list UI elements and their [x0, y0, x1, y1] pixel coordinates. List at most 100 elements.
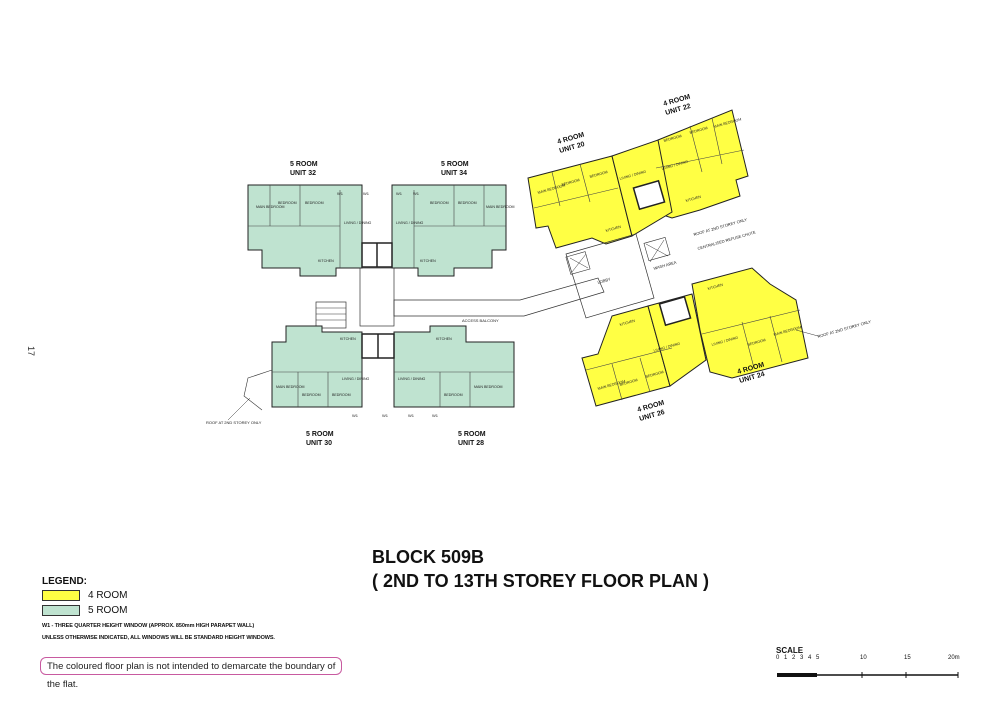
legend-item-4room: 4 ROOM — [42, 589, 342, 602]
wing-top-left: MAIN BEDROOM BEDROOM BEDROOM LIVING / DI… — [247, 184, 515, 277]
window-tag: W1 — [363, 191, 370, 196]
legend-item-5room: 5 ROOM — [42, 604, 342, 617]
lift-core-right-top — [632, 179, 666, 211]
partition — [611, 363, 623, 401]
room-label: BEDROOM — [619, 378, 638, 387]
lift-core-right-bottom — [658, 295, 692, 327]
room-label: BEDROOM — [645, 370, 664, 379]
wash-cross — [649, 239, 665, 263]
room-label: BEDROOM — [430, 201, 449, 205]
room-label: BEDROOM — [305, 201, 324, 205]
unit-28-number: UNIT 28 — [458, 440, 484, 447]
lobby-outline — [565, 233, 655, 319]
unit-30-number: UNIT 30 — [306, 440, 332, 447]
wash-area-label: WASH AREA — [653, 260, 677, 271]
disclaimer: The coloured floor plan is not intended … — [40, 657, 342, 690]
partition — [689, 125, 703, 173]
partition — [655, 149, 745, 169]
wash-area — [643, 236, 671, 262]
legend-note-windows: UNLESS OTHERWISE INDICATED, ALL WINDOWS … — [42, 635, 275, 641]
scale-tick: 15 — [904, 655, 911, 661]
storey-subtitle: ( 2ND TO 13TH STOREY FLOOR PLAN ) — [372, 571, 710, 591]
legend-note-w1: W1 - THREE QUARTER HEIGHT WINDOW (APPROX… — [42, 623, 255, 629]
leader-line — [227, 397, 251, 421]
room-label: BEDROOM — [561, 178, 580, 187]
plan-title: BLOCK 509B ( 2ND TO 13TH STOREY FLOOR PL… — [372, 545, 709, 593]
room-label: BEDROOM — [302, 393, 321, 397]
room-label: KITCHEN — [420, 259, 436, 263]
partition — [585, 347, 673, 371]
scale-tick: 4 — [808, 655, 812, 661]
room-label: KITCHEN — [605, 225, 622, 233]
room-label: BEDROOM — [663, 134, 682, 143]
window-tag: W1 — [396, 191, 403, 196]
scale-tick: 3 — [800, 655, 804, 661]
window-tag: W1 — [337, 191, 344, 196]
room-label: LIVING / DINING — [653, 342, 681, 353]
unit-30-floor — [271, 325, 363, 408]
partition — [579, 163, 591, 203]
room-label: BEDROOM — [689, 126, 708, 135]
room-label: LIVING / DINING — [396, 221, 424, 225]
room-label: BEDROOM — [589, 170, 608, 179]
window-tags: W1 W1 W1 W1 W1 W1 W1 W1 — [337, 191, 439, 418]
wash-cross — [645, 243, 669, 257]
room-label: KITCHEN — [340, 337, 356, 341]
scale-line — [777, 672, 959, 678]
corridor: ACCESS BALCONY — [315, 267, 605, 329]
room-label: MAIN BEDROOM — [773, 325, 802, 337]
corridor-link — [359, 267, 395, 327]
partition — [741, 321, 755, 369]
room-label: MAIN BEDROOM — [597, 379, 626, 391]
unit-34-type: 5 ROOM — [441, 161, 469, 168]
legend: LEGEND: 4 ROOM 5 ROOM W1 - THREE QUARTER… — [42, 576, 342, 641]
room-label: MAIN BEDROOM — [474, 385, 503, 389]
room-label: LIVING / DINING — [661, 160, 689, 171]
scale-tick: 20m — [948, 655, 960, 661]
room-label: LIVING / DINING — [619, 170, 647, 181]
window-tag: W1 — [408, 413, 415, 418]
window-tag: W1 — [352, 413, 359, 418]
unit-28-type: 5 ROOM — [458, 431, 486, 438]
legend-label-4room: 4 ROOM — [88, 590, 128, 601]
room-label: BEDROOM — [332, 393, 351, 397]
window-tag: W1 — [413, 191, 420, 196]
access-balcony-label: ACCESS BALCONY — [462, 318, 499, 323]
legend-label-5room: 5 ROOM — [88, 605, 128, 616]
wing-top-right: MAIN BEDROOM BEDROOM BEDROOM LIVING / DI… — [527, 109, 749, 249]
window-tag: W1 — [382, 413, 389, 418]
scale-tick: 0 — [776, 655, 780, 661]
partition — [551, 171, 561, 207]
room-label: KITCHEN — [436, 337, 452, 341]
wing-bottom-left: KITCHEN KITCHEN LIVING / DINING LIVING /… — [206, 325, 515, 425]
scale-tick: 5 — [816, 655, 820, 661]
partition — [701, 309, 801, 335]
unit-34-number: UNIT 34 — [441, 170, 467, 177]
refuse-chute — [565, 251, 591, 275]
scale-tick: 1 — [784, 655, 788, 661]
roof-left-label: ROOF AT 2ND STOREY ONLY — [206, 420, 262, 425]
legend-swatch-5room — [42, 605, 80, 616]
leader-line — [795, 329, 819, 337]
room-label: KITCHEN — [685, 195, 702, 203]
scale-tick: 10 — [860, 655, 867, 661]
roof-right-label: ROOF AT 2ND STOREY ONLY — [817, 319, 872, 339]
unit-32-number: UNIT 32 — [290, 170, 316, 177]
partition — [711, 117, 723, 165]
room-label: MAIN BEDROOM — [537, 183, 566, 195]
room-label: MAIN BEDROOM — [486, 205, 515, 209]
partition — [769, 315, 783, 363]
block-name: BLOCK 509B — [372, 547, 485, 567]
roof-outline-left — [243, 369, 273, 411]
unit-30-type: 5 ROOM — [306, 431, 334, 438]
refuse-cross — [571, 253, 587, 273]
unit-24-floor — [691, 267, 809, 379]
scale-tick: 2 — [792, 655, 796, 661]
partition — [533, 187, 619, 209]
room-label: LIVING / DINING — [398, 377, 426, 381]
room-label: BEDROOM — [458, 201, 477, 205]
scale-ticks: 0 1 2 3 4 5 10 15 20m — [776, 655, 966, 665]
room-label: MAIN BEDROOM — [276, 385, 305, 389]
legend-swatch-4room — [42, 590, 80, 601]
room-label: MAIN BEDROOM — [713, 117, 742, 129]
